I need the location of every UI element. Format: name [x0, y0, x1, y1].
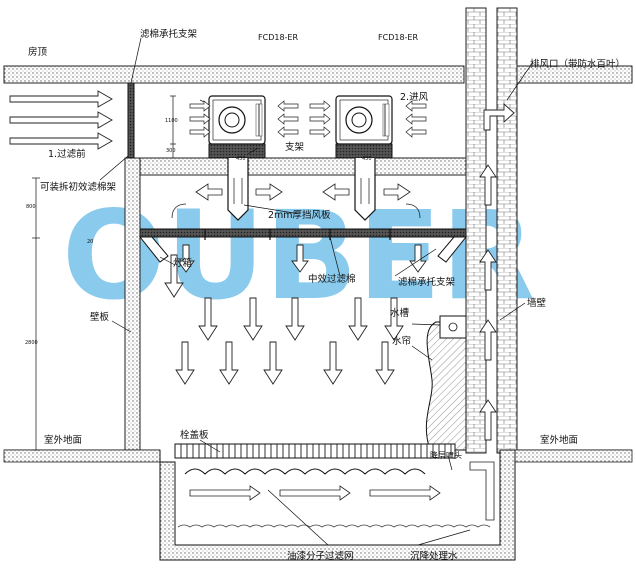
label-settling-water: 沉降处理水	[410, 550, 458, 562]
floor-grille	[174, 443, 456, 459]
left-wall-panel	[124, 157, 141, 451]
dim-20: 20	[87, 239, 93, 245]
label-wall-panel: 壁板	[90, 311, 110, 323]
ground-right	[499, 449, 633, 463]
label-spray-nozzle: 降层喷头	[430, 450, 462, 460]
label-baffle: 2mm厚挡风板	[268, 209, 331, 221]
brick-wall-left-column	[465, 7, 487, 454]
mid-filter-bar	[139, 228, 467, 238]
label-bracket: 支架	[285, 141, 305, 153]
label-filter-bracket-top: 滤棉承托支架	[140, 28, 198, 40]
pit-arcs	[184, 468, 426, 475]
roof-slab	[3, 65, 465, 84]
label-light-box: 灯箱	[173, 257, 192, 269]
pit-flow-arrows	[189, 461, 495, 521]
water-tank	[439, 315, 467, 339]
label-water-tank: 水槽	[390, 307, 410, 319]
dim-2800: 2800	[25, 340, 38, 346]
dimension-lines	[32, 95, 176, 451]
light-box-left	[138, 236, 169, 263]
label-intake: 2.进风	[400, 92, 429, 103]
pit-water	[177, 524, 491, 528]
label-wall-body: 墙壁	[527, 297, 547, 309]
light-box-right	[437, 236, 468, 263]
dim-450-left: 450	[236, 156, 246, 162]
fan-unit-right	[335, 95, 393, 221]
plenum-arrows	[171, 183, 421, 219]
dim-450-right: 450	[362, 156, 372, 162]
dim-800: 800	[26, 204, 36, 210]
label-pre-filter: 1.过滤前	[48, 148, 86, 160]
downflow-arrows	[164, 244, 427, 385]
fan-intake-arrows	[189, 99, 427, 138]
leader-lines	[99, 37, 534, 546]
water-curtain	[425, 321, 467, 451]
fan-unit-left	[208, 95, 266, 221]
intake-arrows-left	[9, 90, 113, 150]
dim-1100: 1100	[165, 118, 178, 124]
label-unit-model-2: FCD18-ER	[378, 33, 418, 42]
filter-bracket-vertical	[127, 82, 135, 159]
label-filter-bracket-right: 滤棉承托支架	[398, 276, 456, 288]
label-outdoor-ground-right: 室外地面	[540, 434, 578, 446]
label-outdoor-ground-left: 室外地面	[44, 434, 82, 446]
label-grille-plate: 栓盖板	[180, 429, 209, 441]
ceiling-plenum-slab	[124, 157, 467, 176]
label-exhaust-outlet: 排风口（带防水百叶）	[530, 58, 625, 70]
label-water-curtain: 水帘	[392, 335, 411, 347]
brick-wall-right-column	[496, 7, 518, 454]
exhaust-up-arrows	[479, 102, 515, 441]
label-unit-model-1: FCD18-ER	[258, 33, 298, 42]
label-oil-mist-filter: 油漆分子过滤网	[287, 550, 354, 562]
ground-left	[3, 449, 161, 463]
label-roof: 房顶	[28, 46, 48, 58]
label-removable-pre-filter: 可装拆初效滤棉架	[40, 181, 117, 193]
label-mid-filter: 中效过滤棉	[308, 273, 356, 285]
pit	[159, 449, 516, 561]
dim-300: 300	[166, 148, 176, 154]
